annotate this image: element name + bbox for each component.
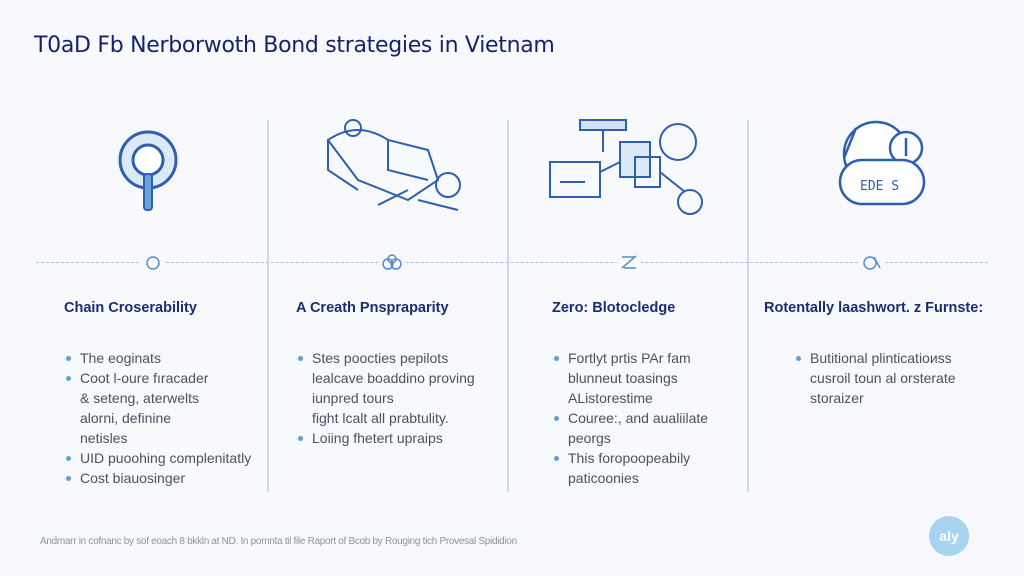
bullet: The eoginats (64, 348, 251, 368)
column-divider (507, 120, 509, 492)
column-heading: A Creath Pnspraparity (296, 300, 449, 316)
bullet-continuation: iunpred tours (312, 390, 394, 406)
timeline-node-icon (617, 250, 641, 274)
column-chain-interoperability: Chain Croserability The eoginats Coot l-… (64, 300, 251, 488)
brand-logo: aly (929, 516, 969, 556)
timeline-line (36, 262, 988, 263)
bullet: Fortlyt prtis PAr fam (552, 348, 708, 368)
bullet: UID puoohing complenitatly (64, 448, 251, 468)
bullet-continuation: & seteng, aterwelts (80, 390, 200, 406)
column-transparency: A Creath Pnspraparity Stes poocties pepi… (296, 300, 475, 448)
bullet-continuation: alorni, definine (80, 410, 172, 426)
search-magnifier-icon (118, 130, 178, 211)
column-divider (267, 120, 269, 492)
bond-flow-illustration (326, 119, 461, 211)
illustration-label: EDE S (860, 179, 899, 194)
bullet: Stes poocties pepilots (296, 348, 475, 368)
bullet: This foropoореabily (552, 448, 708, 468)
column-heading: Rotentally laashwort. z Furnste: (764, 300, 984, 316)
timeline-node-icon (141, 250, 165, 274)
bullet: Loiing fhetert upraips (296, 428, 475, 448)
bullet: Coot l-oure fıracader (64, 368, 251, 388)
bullet-continuation: lealcave boaddino proving (312, 370, 475, 386)
process-machine-illustration (549, 119, 703, 215)
bullet-continuation: fight lcalt all prabtulity. (312, 410, 449, 426)
bullet-continuation: blunneut toasings (568, 370, 678, 386)
timeline-node-icon (860, 250, 884, 274)
bullet: Cost biauosinger (64, 468, 251, 488)
documents-clock-icon: EDE S (838, 120, 926, 206)
bullet-continuation: AListorestime (568, 390, 653, 406)
column-heading: Chain Croserability (64, 300, 197, 316)
bullet: Butitional plinticatioиss (794, 348, 983, 368)
bullet-continuation: cusroil toun al orsterate (810, 370, 956, 386)
page-title: T0aD Fb Nerborwoth Bond strategies in Vi… (34, 33, 555, 58)
timeline-node-icon (380, 250, 404, 274)
column-potential-future: Rotentally laashwort. z Furnste: Butitio… (764, 300, 983, 408)
bullet-continuation: netisles (80, 430, 128, 446)
column-zero-knowledge: Zero: Blotocledge Fortlyt prtis PAr fam … (552, 300, 708, 488)
column-divider (747, 120, 749, 492)
bullet-continuation: peorgs (568, 430, 611, 446)
bullet: Couree:, and aualiilate (552, 408, 708, 428)
bullet-continuation: storaizer (810, 390, 864, 406)
footer-note: Andmarr in cofnanc by sof eoach 8 bkkln … (40, 536, 517, 547)
column-heading: Zero: Blotocledge (552, 300, 676, 316)
bullet-continuation: paticoonies (568, 470, 639, 486)
